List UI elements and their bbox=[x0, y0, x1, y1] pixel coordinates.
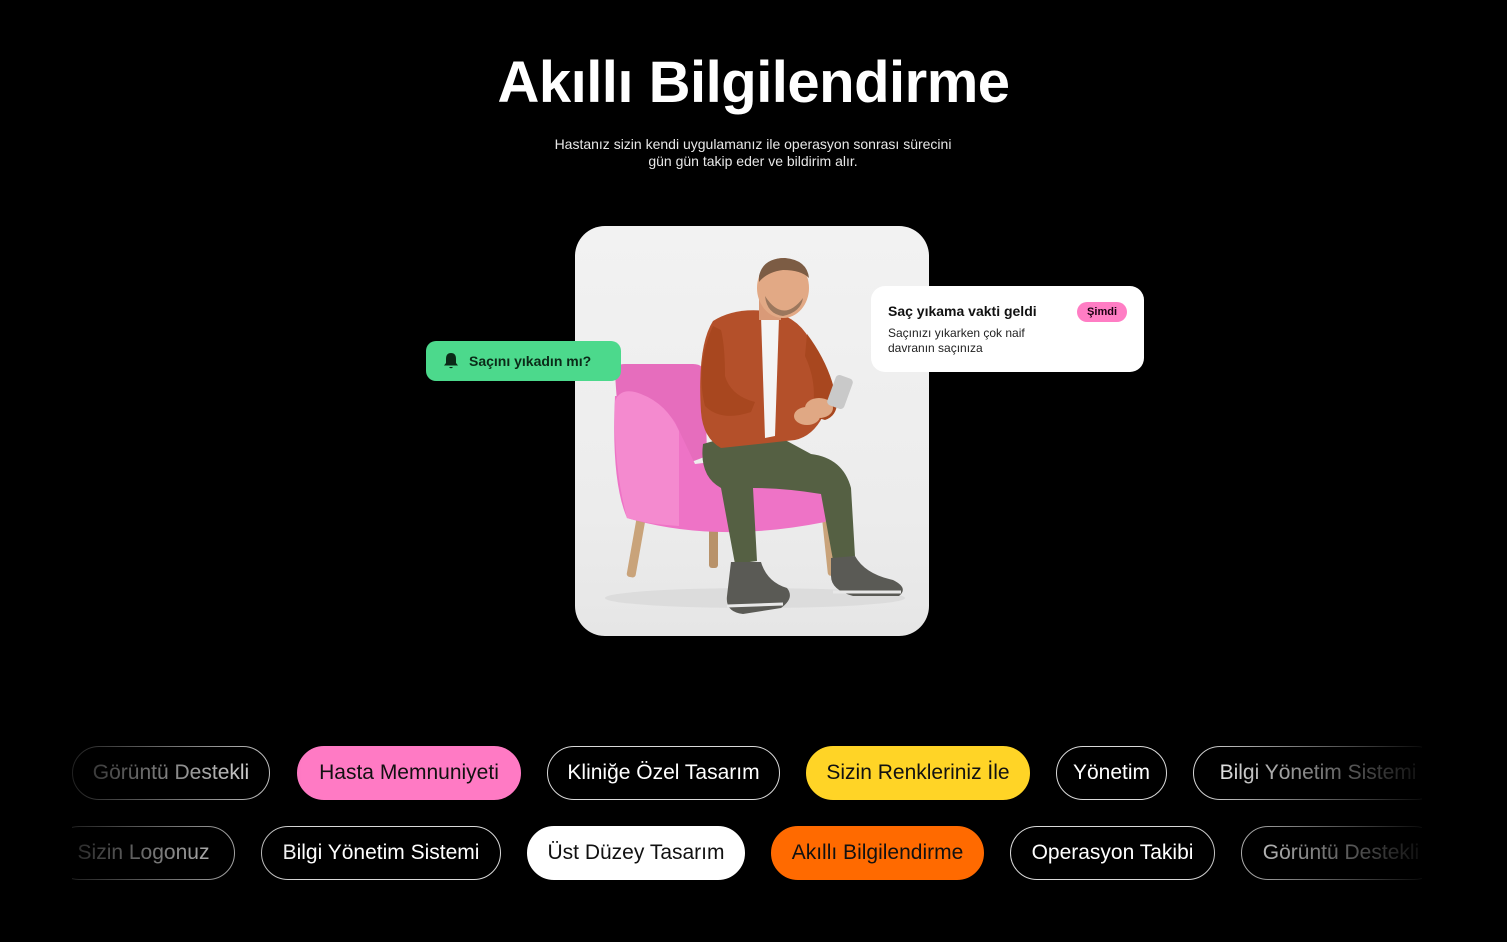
now-badge: Şimdi bbox=[1077, 302, 1127, 322]
tag-pill[interactable]: Hasta Memnuniyeti bbox=[297, 746, 521, 800]
subtitle-line-1: Hastanız sizin kendi uygulamanız ile ope… bbox=[554, 136, 952, 152]
tag-pill[interactable]: Kliniğe Özel Tasarım bbox=[547, 746, 780, 800]
subtitle-line-2: gün gün takip eder ve bildirim alır. bbox=[648, 153, 858, 169]
man-in-pink-armchair-illustration bbox=[605, 258, 905, 614]
notification-title: Saç yıkama vakti geldi bbox=[888, 303, 1037, 319]
tag-pill[interactable]: Görüntü Destekli bbox=[72, 746, 270, 800]
tag-pill[interactable]: Sizin Renkleriniz İle bbox=[806, 746, 1030, 800]
tag-pill[interactable]: Yönetim bbox=[1056, 746, 1167, 800]
tag-pill[interactable]: Üst Düzey Tasarım bbox=[527, 826, 745, 880]
bell-icon bbox=[444, 353, 458, 369]
tags-row-1: Görüntü Destekli Hasta Memnuniyeti Klini… bbox=[72, 746, 1422, 802]
tag-pill[interactable]: Bilgi Yönetim Sistemi bbox=[261, 826, 501, 880]
notification-body: Saçınızı yıkarken çok naif davranın saçı… bbox=[888, 326, 1025, 355]
tag-pill[interactable]: Bilgi Yönetim Sistemi bbox=[1193, 746, 1422, 800]
tag-pill[interactable]: Operasyon Takibi bbox=[1010, 826, 1215, 880]
notification-card[interactable]: Saç yıkama vakti geldi Saçınızı yıkarken… bbox=[871, 286, 1144, 372]
page-title: Akıllı Bilgilendirme bbox=[497, 50, 1010, 115]
hair-wash-question-chip[interactable]: Saçını yıkadın mı? bbox=[426, 341, 621, 381]
hero-photo bbox=[575, 226, 929, 636]
tag-pill[interactable]: Sizin Logonuz bbox=[72, 826, 235, 880]
tag-pill[interactable]: Akıllı Bilgilendirme bbox=[771, 826, 984, 880]
chip-label: Saçını yıkadın mı? bbox=[469, 353, 592, 369]
page-subtitle: Hastanız sizin kendi uygulamanız ile ope… bbox=[503, 136, 1003, 170]
tag-pill[interactable]: Görüntü Destekli bbox=[1241, 826, 1422, 880]
tags-row-2: Sizin Logonuz Bilgi Yönetim Sistemi Üst … bbox=[72, 826, 1422, 882]
